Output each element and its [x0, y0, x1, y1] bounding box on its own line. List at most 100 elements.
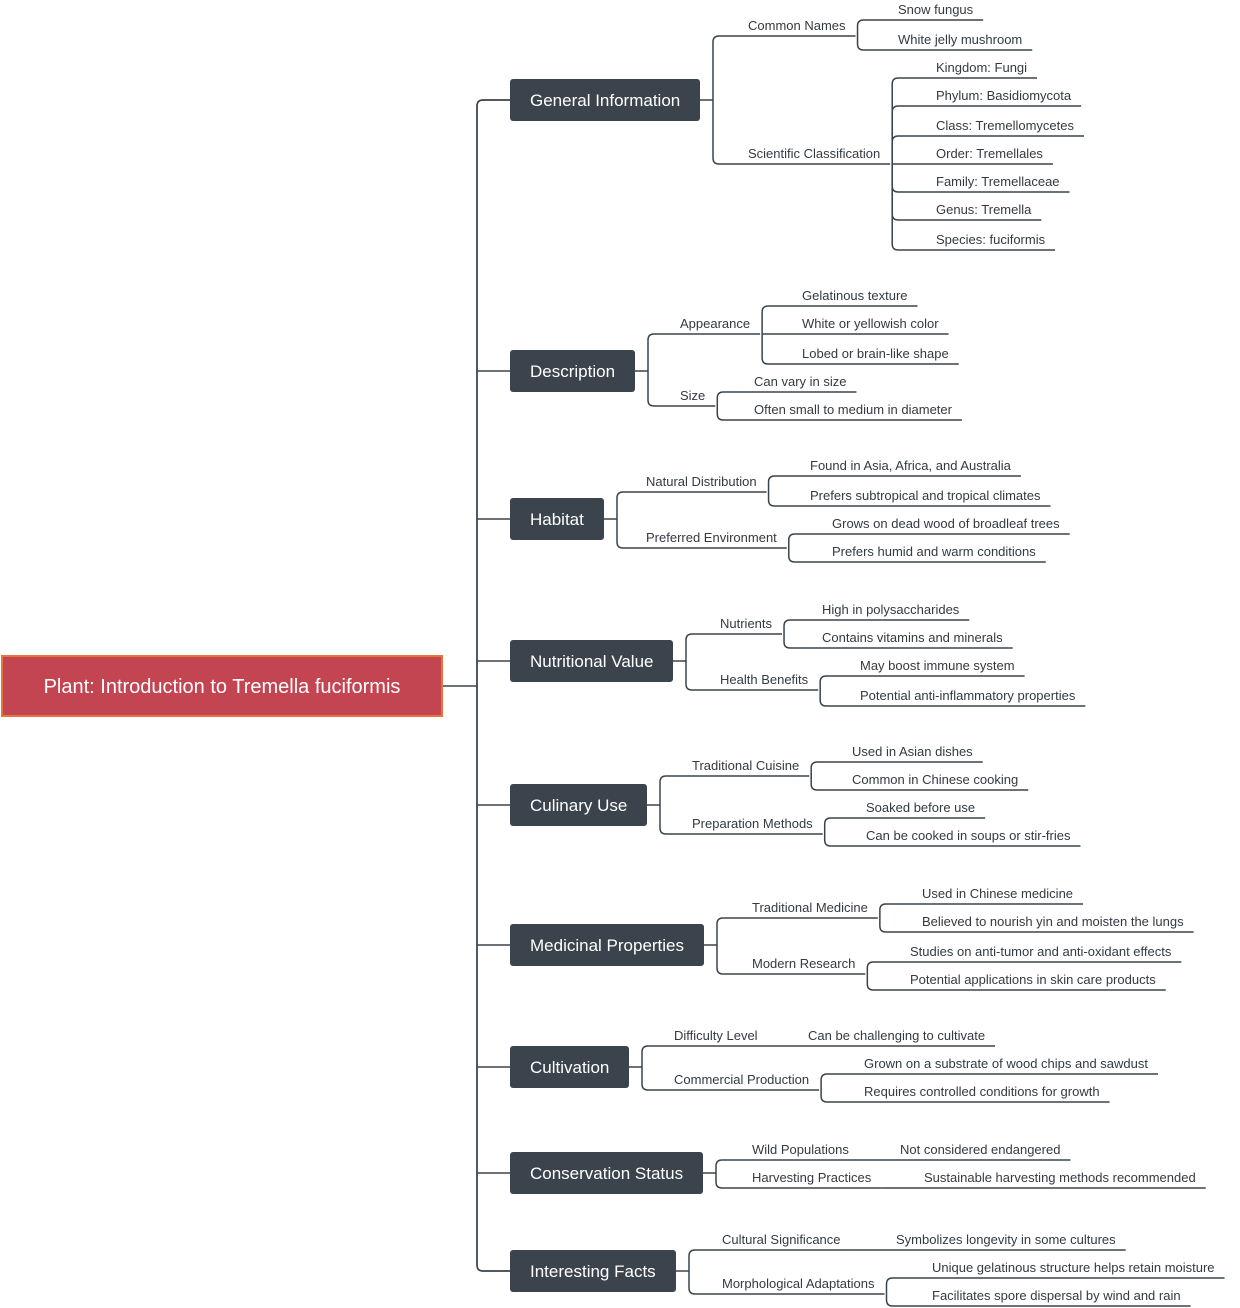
leaf-order-tremellales: Order: Tremellales	[936, 146, 1043, 161]
leaf-prefers-subtropical-and-tropical-climates: Prefers subtropical and tropical climate…	[810, 488, 1041, 503]
subtopic-connector	[616, 519, 787, 549]
subtopic-commercial-production: Commercial Production	[674, 1072, 809, 1087]
leaf-kingdom-fungi: Kingdom: Fungi	[936, 60, 1027, 75]
subtopic-morphological-adaptations: Morphological Adaptations	[722, 1276, 875, 1291]
topic-label: Nutritional Value	[530, 652, 653, 671]
connector-lines	[442, 19, 1225, 1307]
leaf-not-considered-endangered: Not considered endangered	[900, 1142, 1060, 1157]
leaf-grown-on-a-substrate-of-wood-chips-and-sawdust: Grown on a substrate of wood chips and s…	[864, 1056, 1148, 1071]
leaf-sustainable-harvesting-methods-recommended: Sustainable harvesting methods recommend…	[924, 1170, 1196, 1185]
topic-box	[510, 924, 704, 966]
leaf-studies-on-anti-tumor-and-anti-oxidant-effects: Studies on anti-tumor and anti-oxidant e…	[910, 944, 1172, 959]
trunk-bottom-corner	[476, 1264, 510, 1272]
subtopic-preparation-methods: Preparation Methods	[692, 816, 813, 831]
topic-box	[510, 1046, 629, 1088]
leaf-high-in-polysaccharides: High in polysaccharides	[822, 602, 960, 617]
leaf-may-boost-immune-system: May boost immune system	[860, 658, 1015, 673]
subtopic-health-benefits: Health Benefits	[720, 672, 809, 687]
leaf-connector	[761, 305, 918, 334]
topic-general-information: General Information	[510, 79, 700, 121]
leaf-connector	[810, 761, 983, 776]
topic-box	[510, 350, 635, 392]
subtopic-natural-distribution: Natural Distribution	[646, 474, 757, 489]
leaf-white-jelly-mushroom: White jelly mushroom	[898, 32, 1022, 47]
leaf-connector	[856, 19, 984, 36]
leaf-connector	[716, 391, 857, 406]
leaf-connector	[788, 548, 1046, 563]
root-node: Plant: Introduction to Tremella fuciform…	[1, 655, 443, 717]
leaf-connector	[819, 675, 1025, 690]
leaf-unique-gelatinous-structure-helps-retain-moistur: Unique gelatinous structure helps retain…	[932, 1260, 1215, 1275]
topic-label: Habitat	[530, 510, 584, 529]
leaf-connector	[879, 918, 1194, 933]
topic-medicinal-properties: Medicinal Properties	[510, 924, 704, 966]
topic-cultivation: Cultivation	[510, 1046, 629, 1088]
leaf-connector	[891, 135, 1084, 164]
subtopic-connector	[616, 491, 767, 519]
leaf-prefers-humid-and-warm-conditions: Prefers humid and warm conditions	[832, 544, 1036, 559]
leaf-lobed-or-brain-like-shape: Lobed or brain-like shape	[802, 346, 949, 361]
leaf-soaked-before-use: Soaked before use	[866, 800, 975, 815]
leaf-connector	[891, 77, 1038, 164]
leaf-symbolizes-longevity-in-some-cultures: Symbolizes longevity in some cultures	[896, 1232, 1116, 1247]
leaf-potential-anti-inflammatory-properties: Potential anti-inflammatory properties	[860, 688, 1076, 703]
leaf-family-tremellaceae: Family: Tremellaceae	[936, 174, 1060, 189]
topic-label: General Information	[530, 91, 680, 110]
subtopic-connector	[641, 1067, 820, 1091]
leaf-common-in-chinese-cooking: Common in Chinese cooking	[852, 772, 1018, 787]
leaf-white-or-yellowish-color: White or yellowish color	[802, 316, 939, 331]
leaf-often-small-to-medium-in-diameter: Often small to medium in diameter	[754, 402, 953, 417]
leaf-contains-vitamins-and-minerals: Contains vitamins and minerals	[822, 630, 1003, 645]
subtopic-wild-populations: Wild Populations	[752, 1142, 849, 1157]
topic-conservation-status: Conservation Status	[510, 1152, 703, 1194]
subtopic-connector	[712, 100, 891, 165]
leaf-can-vary-in-size: Can vary in size	[754, 374, 846, 389]
subtopic-connector	[647, 371, 716, 407]
subtopic-connector	[659, 775, 810, 805]
leaf-connector	[810, 776, 1029, 791]
subtopic-preferred-environment: Preferred Environment	[646, 530, 777, 545]
topic-box	[510, 640, 673, 682]
leaf-species-fuciformis: Species: fuciformis	[936, 232, 1046, 247]
subtopic-harvesting-practices: Harvesting Practices	[752, 1170, 872, 1185]
leaf-class-tremellomycetes: Class: Tremellomycetes	[936, 118, 1074, 133]
subtopic-appearance: Appearance	[680, 316, 750, 331]
leaf-connector	[819, 690, 1086, 707]
subtopic-connector	[647, 333, 761, 371]
subtopic-connector	[685, 633, 783, 661]
subtopic-scientific-classification: Scientific Classification	[748, 146, 880, 161]
subtopic-connector	[659, 805, 823, 835]
leaf-connector	[716, 406, 962, 421]
leaf-connector	[783, 634, 1013, 649]
subtopic-connector	[715, 1173, 882, 1189]
trunk-connector	[476, 99, 510, 686]
subtopic-size: Size	[680, 388, 705, 403]
leaf-grows-on-dead-wood-of-broadleaf-trees: Grows on dead wood of broadleaf trees	[832, 516, 1060, 531]
topic-label: Interesting Facts	[530, 1262, 656, 1281]
subtopic-connector	[716, 945, 866, 975]
topic-interesting-facts: Interesting Facts	[510, 1250, 676, 1292]
topic-label: Medicinal Properties	[530, 936, 684, 955]
subtopic-connector	[716, 917, 878, 945]
leaf-connector	[891, 105, 1082, 164]
leaf-found-in-asia-africa-and-australia: Found in Asia, Africa, and Australia	[810, 458, 1012, 473]
leaf-used-in-asian-dishes: Used in Asian dishes	[852, 744, 973, 759]
topic-nutritional-value: Nutritional Value	[510, 640, 673, 682]
subtopic-difficulty-level: Difficulty Level	[674, 1028, 758, 1043]
leaf-genus-tremella: Genus: Tremella	[936, 202, 1032, 217]
topic-label: Description	[530, 362, 615, 381]
leaf-connector	[823, 817, 986, 834]
leaf-potential-applications-in-skin-care-products: Potential applications in skin care prod…	[910, 972, 1156, 987]
topic-culinary-use: Culinary Use	[510, 784, 647, 826]
topic-habitat: Habitat	[510, 498, 604, 540]
topic-box	[510, 1250, 676, 1292]
leaf-connector	[820, 1073, 1158, 1090]
trunk-top-corner	[476, 99, 510, 107]
trunk-connector	[476, 686, 510, 1272]
topic-label: Conservation Status	[530, 1164, 683, 1183]
topic-box	[510, 498, 604, 540]
leaf-connector	[783, 619, 970, 634]
topic-label: Culinary Use	[530, 796, 627, 815]
subtopic-traditional-medicine: Traditional Medicine	[752, 900, 868, 915]
